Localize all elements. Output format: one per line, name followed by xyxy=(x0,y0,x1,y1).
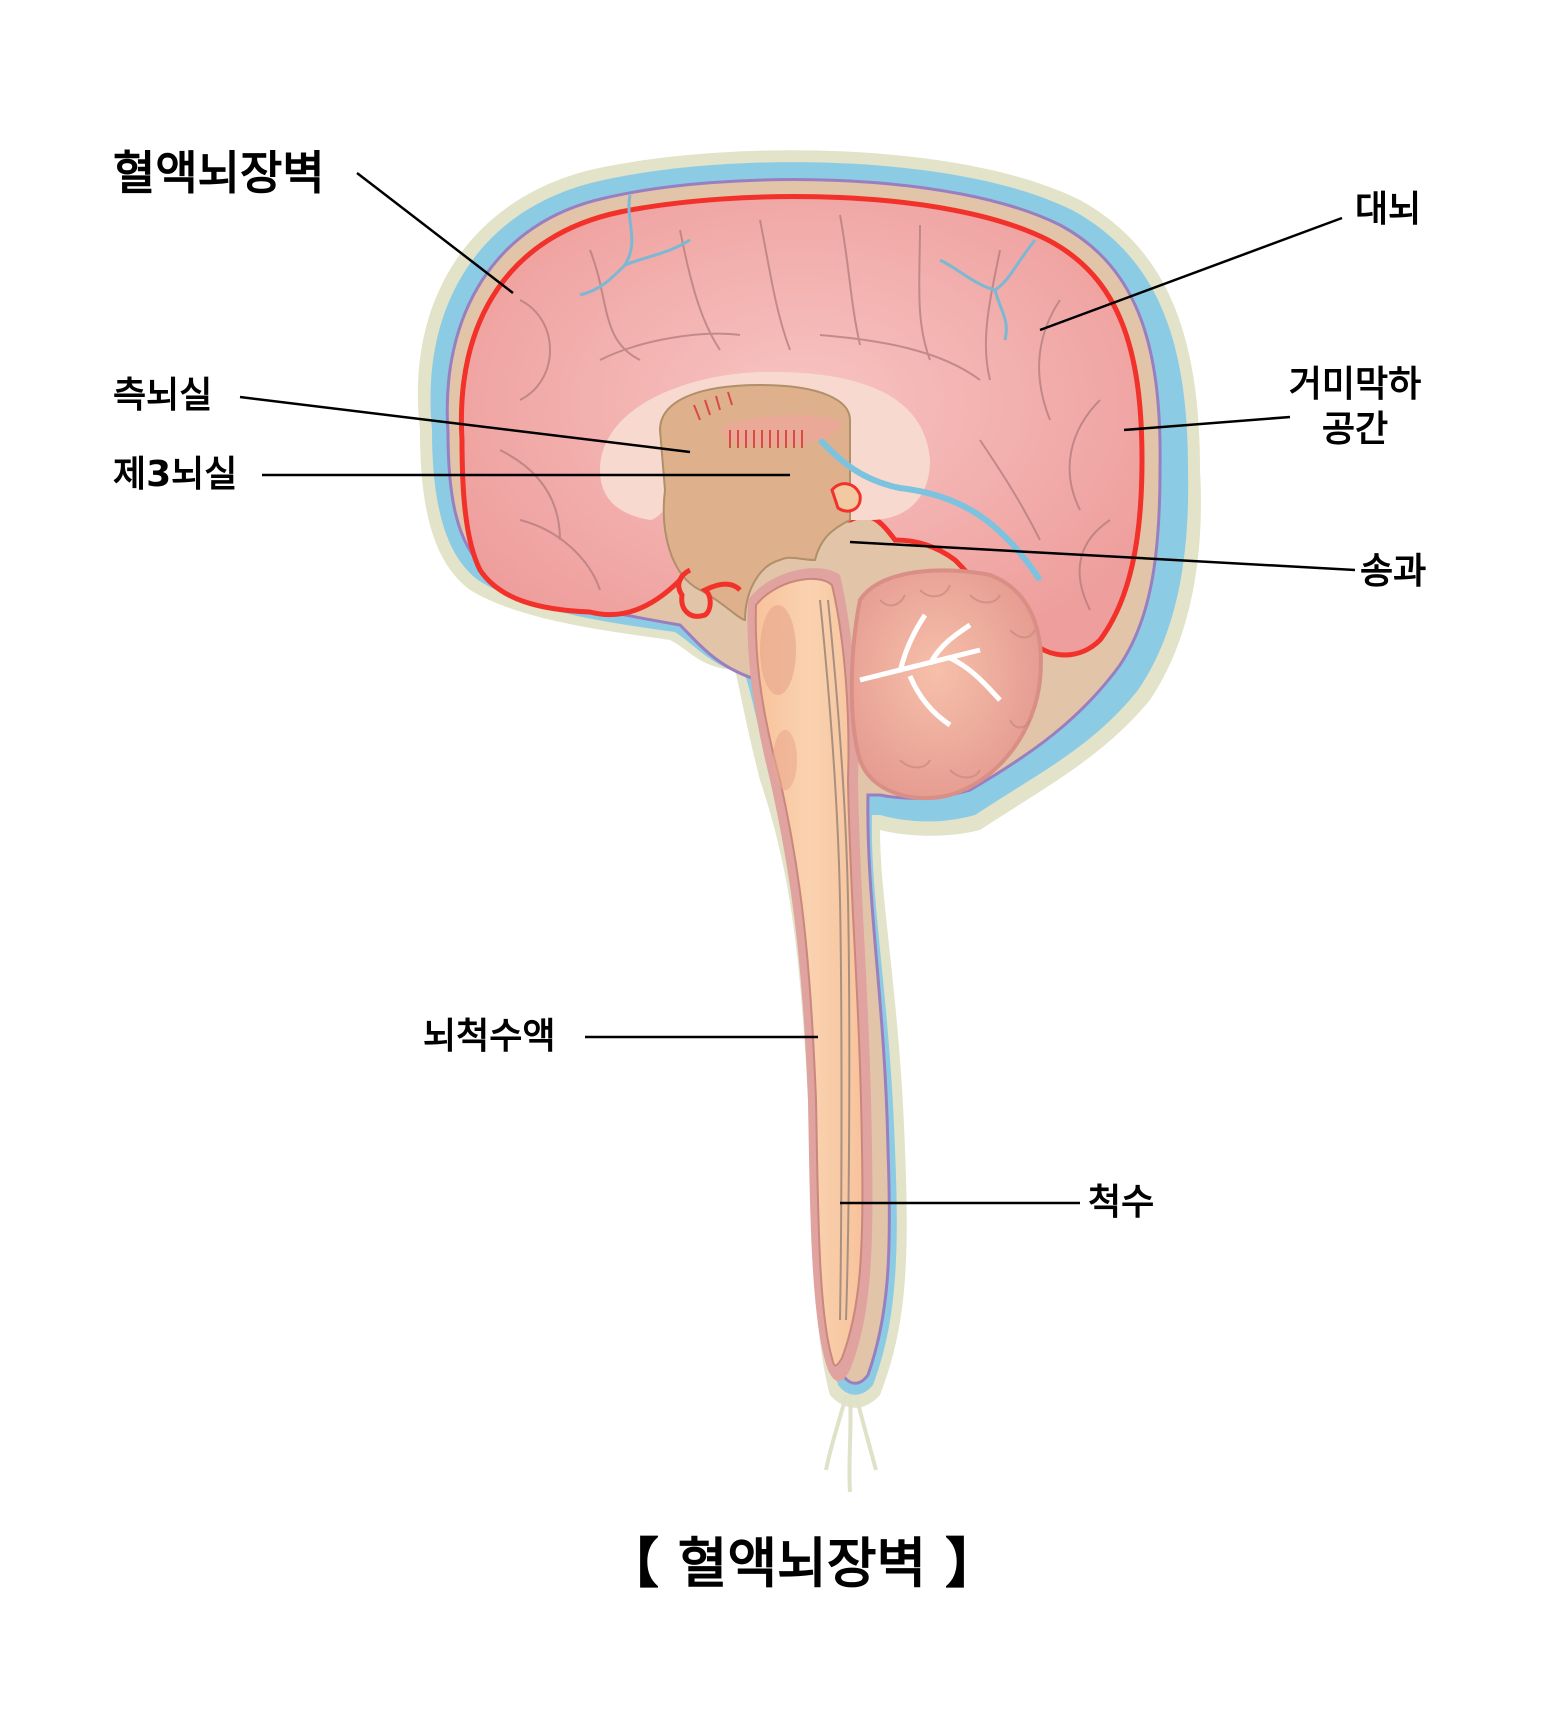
leader-lateral-ventricle xyxy=(239,395,691,454)
leader-cerebrum xyxy=(1039,216,1343,332)
cerebellum xyxy=(849,568,1043,801)
label-pineal: 송과 xyxy=(1360,551,1427,592)
choroid-plexus xyxy=(693,391,803,448)
label-csf: 뇌척수액 xyxy=(423,1016,556,1057)
arbor-vitae xyxy=(859,613,1002,728)
figure-title: 【 혈액뇌장벽 】 xyxy=(605,1532,999,1595)
leader-pineal xyxy=(849,540,1356,572)
leader-bbb xyxy=(356,172,514,294)
leader-subarachnoid xyxy=(1123,415,1291,432)
pineal-gland xyxy=(830,482,862,513)
label-third-ventricle: 제3뇌실 xyxy=(113,454,238,495)
label-cerebrum: 대뇌 xyxy=(1355,189,1422,230)
label-blood-brain-barrier: 혈액뇌장벽 xyxy=(113,146,325,200)
brainstem-spinal-cord xyxy=(747,568,878,1493)
label-subarachnoid-line2: 공간 xyxy=(1321,409,1389,450)
label-subarachnoid-space: 거미막하 공간 xyxy=(1275,362,1435,452)
nerve-roots xyxy=(824,1394,878,1493)
label-spinal-cord: 척수 xyxy=(1088,1182,1155,1223)
label-subarachnoid-line1: 거미막하 xyxy=(1288,364,1422,405)
label-lateral-ventricle: 측뇌실 xyxy=(113,375,213,416)
leader-lines xyxy=(239,172,1356,1205)
diencephalon xyxy=(658,383,1043,622)
